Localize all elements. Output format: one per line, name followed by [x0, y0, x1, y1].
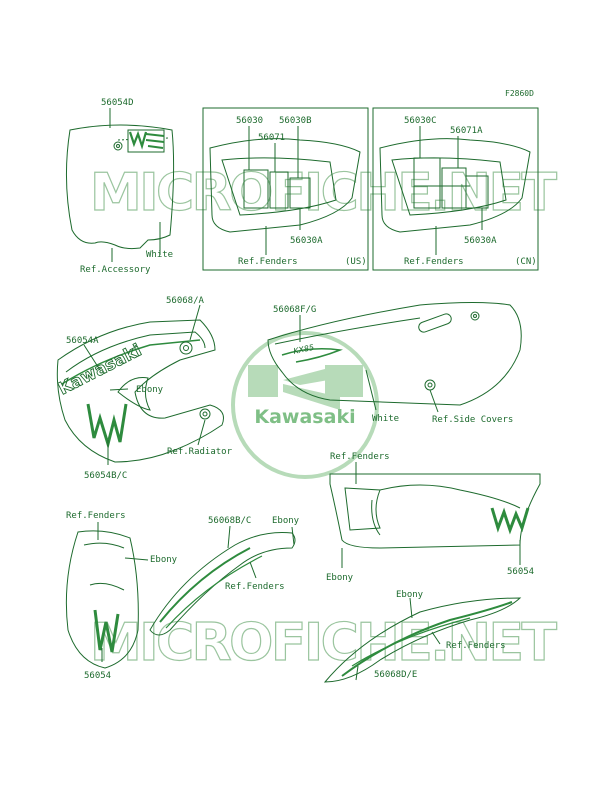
- label-56030B: 56030B: [279, 116, 312, 126]
- decal-model-text: KX85: [293, 343, 315, 356]
- radiator-shroud: [56, 304, 224, 465]
- label-56030: 56030: [236, 116, 263, 126]
- cn-variant-box: [372, 107, 539, 271]
- rear-fender-cn: [379, 126, 531, 255]
- us-variant-box: [202, 107, 369, 271]
- label-us: (US): [345, 257, 367, 267]
- label-ebony-front: Ebony: [150, 555, 178, 565]
- label-ref-fenders-bc: Ref.Fenders: [225, 582, 285, 592]
- label-56030A-us: 56030A: [290, 236, 323, 246]
- label-56068A: 56068/A: [166, 296, 205, 306]
- label-ref-accessory: Ref.Accessory: [80, 265, 151, 275]
- label-56071A: 56071A: [450, 126, 483, 136]
- front-fender-side-decal: [149, 525, 296, 636]
- label-56068FG: 56068F/G: [273, 305, 316, 315]
- label-cn: (CN): [515, 257, 537, 267]
- label-white-plate: White: [146, 250, 173, 260]
- rear-fender-rear-view: [329, 462, 541, 568]
- label-ref-fenders-de: Ref.Fenders: [446, 641, 506, 651]
- label-ref-radiator: Ref.Radiator: [167, 447, 233, 457]
- label-56054BC: 56054B/C: [84, 471, 127, 481]
- label-ref-fenders-us: Ref.Fenders: [238, 257, 298, 267]
- label-56068DE: 56068D/E: [374, 670, 417, 680]
- diagram-code: F2860D: [505, 89, 534, 98]
- label-56054-front: 56054: [84, 671, 111, 681]
- rear-fender-us: [209, 126, 361, 255]
- label-56054D: 56054D: [101, 98, 134, 108]
- label-ebony-de: Ebony: [396, 590, 424, 600]
- front-fender: [65, 522, 149, 669]
- label-ref-side-covers: Ref.Side Covers: [432, 415, 513, 425]
- label-ref-fenders-front: Ref.Fenders: [66, 511, 126, 521]
- rear-fender-side-decal: [323, 597, 522, 683]
- label-ref-fenders-cn: Ref.Fenders: [404, 257, 464, 267]
- watermark-top: MICROFICHE.NET: [90, 163, 560, 223]
- label-56068BC: 56068B/C: [208, 516, 251, 526]
- label-white-side: White: [372, 414, 399, 424]
- watermark-bottom: MICROFICHE.NET: [90, 613, 560, 673]
- label-56054-rear: 56054: [507, 567, 534, 577]
- label-56030A-cn: 56030A: [464, 236, 497, 246]
- label-ebony-shroud: Ebony: [136, 385, 164, 395]
- label-ebony-rear: Ebony: [326, 573, 354, 583]
- label-ref-fenders-rear: Ref.Fenders: [330, 452, 390, 462]
- kawasaki-logo: Kawasaki: [231, 331, 379, 479]
- label-56071: 56071: [258, 133, 285, 143]
- number-plate: [65, 108, 175, 262]
- label-56054A: 56054A: [66, 336, 99, 346]
- logo-text: Kawasaki: [254, 406, 355, 428]
- label-ebony-bc: Ebony: [272, 516, 300, 526]
- label-56030C: 56030C: [404, 116, 437, 126]
- side-cover: [267, 302, 522, 413]
